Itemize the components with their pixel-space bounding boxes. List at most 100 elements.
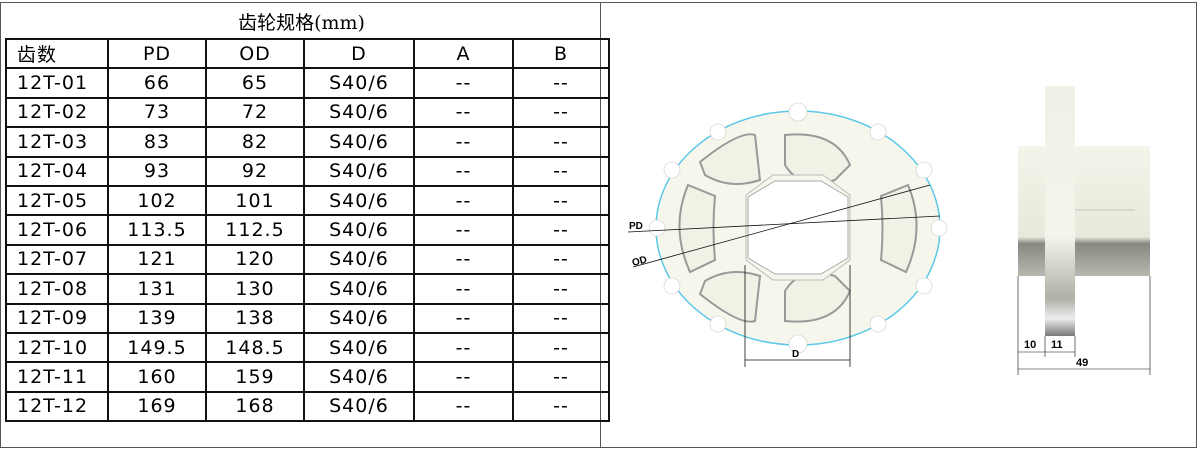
- cell: 131: [107, 273, 207, 305]
- cell: --: [512, 126, 610, 158]
- cell: 12T-08: [5, 273, 109, 305]
- cell: 101: [205, 184, 305, 217]
- gear-front-view: PD OD D: [627, 102, 948, 367]
- cell: 12T-09: [5, 302, 109, 334]
- cell: --: [413, 126, 514, 158]
- cell: --: [413, 214, 514, 246]
- cell: 159: [205, 361, 305, 393]
- cell: 65: [205, 67, 305, 99]
- cell: 12T-11: [5, 361, 109, 393]
- dim-49: 49: [1076, 357, 1088, 369]
- cell: 12T-03: [5, 126, 109, 158]
- cell: 120: [205, 243, 305, 276]
- cell: --: [413, 390, 514, 423]
- cell: B: [512, 37, 610, 70]
- cell: S40/6: [303, 184, 415, 217]
- cell: --: [512, 184, 610, 217]
- cell: --: [413, 184, 514, 217]
- pd-label: PD: [629, 221, 643, 232]
- cell: S40/6: [303, 331, 415, 364]
- cell: S40/6: [303, 273, 415, 305]
- cell: 82: [205, 126, 305, 158]
- cell: --: [413, 331, 514, 364]
- cell: PD: [107, 37, 207, 70]
- cell: --: [512, 243, 610, 276]
- cell: --: [413, 273, 514, 305]
- cell: 130: [205, 273, 305, 305]
- cell: S40/6: [303, 390, 415, 423]
- cell: 169: [107, 390, 207, 423]
- cell: 138: [205, 302, 305, 334]
- cell: --: [512, 273, 610, 305]
- cell: 66: [107, 67, 207, 99]
- cell: --: [413, 67, 514, 99]
- cell: 12T-04: [5, 155, 109, 187]
- cell: 168: [205, 390, 305, 423]
- cell: --: [413, 361, 514, 393]
- cell: 149.5: [107, 331, 207, 364]
- cell: --: [512, 214, 610, 246]
- cell: --: [512, 155, 610, 187]
- gear-side-view: 10 11 49: [1017, 86, 1151, 375]
- cell: --: [413, 155, 514, 187]
- cell: 112.5: [205, 214, 305, 246]
- cell: S40/6: [303, 361, 415, 393]
- cell: --: [512, 96, 610, 129]
- cell: S40/6: [303, 243, 415, 276]
- table-title: 齿轮规格(mm): [238, 12, 365, 34]
- cell: S40/6: [303, 96, 415, 129]
- cell: 12T-07: [5, 243, 109, 276]
- cell: 齿数: [5, 37, 109, 70]
- cell: --: [413, 302, 514, 334]
- cell: 12T-05: [5, 184, 109, 217]
- cell: --: [512, 331, 610, 364]
- d-label: D: [792, 349, 799, 360]
- cell: 93: [107, 155, 207, 187]
- cell: 12T-12: [5, 390, 109, 423]
- cell: --: [512, 302, 610, 334]
- od-label: OD: [631, 254, 648, 269]
- gear-drawing: PD OD D 10 11 49: [627, 86, 1151, 375]
- dim-11: 11: [1051, 339, 1063, 351]
- cell: S40/6: [303, 214, 415, 246]
- cell: 148.5: [205, 331, 305, 364]
- cell: --: [413, 243, 514, 276]
- dim-10: 10: [1024, 339, 1036, 351]
- cell: 160: [107, 361, 207, 393]
- cell: 102: [107, 184, 207, 217]
- cell: --: [512, 390, 610, 423]
- cell: S40/6: [303, 126, 415, 158]
- cell: --: [512, 67, 610, 99]
- cell: 72: [205, 96, 305, 129]
- cell: 83: [107, 126, 207, 158]
- cell: 12T-10: [5, 331, 109, 364]
- cell: 12T-02: [5, 96, 109, 129]
- cell: S40/6: [303, 302, 415, 334]
- cell: 73: [107, 96, 207, 129]
- cell: D: [303, 37, 415, 70]
- cell: 12T-06: [5, 214, 109, 246]
- cell: S40/6: [303, 67, 415, 99]
- cell: S40/6: [303, 155, 415, 187]
- cell: 12T-01: [5, 67, 109, 99]
- cell: --: [512, 361, 610, 393]
- cell: --: [413, 96, 514, 129]
- cell: 121: [107, 243, 207, 276]
- cell: 139: [107, 302, 207, 334]
- cell: 113.5: [107, 214, 207, 246]
- cell: A: [413, 37, 514, 70]
